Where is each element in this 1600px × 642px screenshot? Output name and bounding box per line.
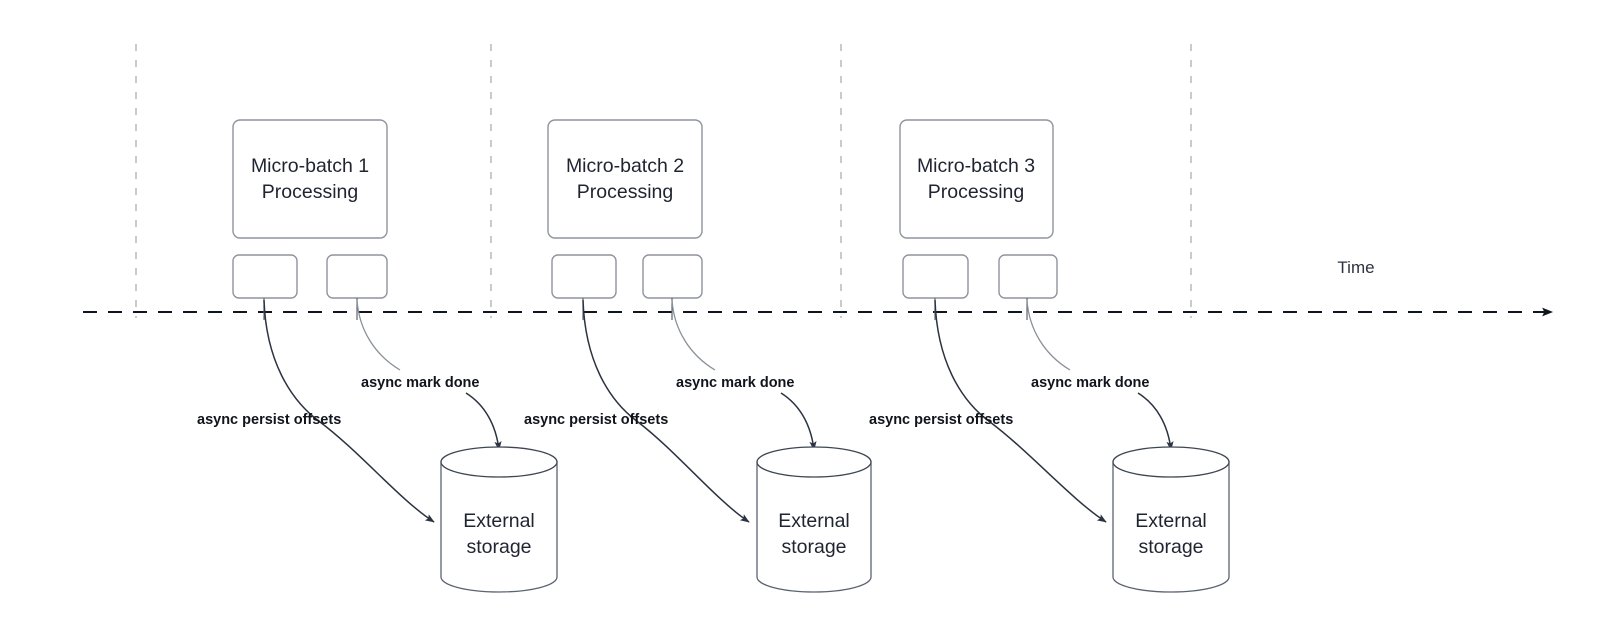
external-storage-3-label-line2: storage [1138, 536, 1203, 558]
async-persist-offsets-arrow-1 [263, 299, 435, 523]
group-2: Micro-batch 2 Processing async persist o… [524, 119, 872, 593]
async-persist-offsets-label-2: async persist offsets [524, 412, 668, 428]
async-persist-offsets-label-3: async persist offsets [869, 412, 1013, 428]
async-mark-done-arrow-2 [780, 392, 817, 451]
mini-task-box-2b[interactable] [642, 254, 703, 299]
timeline-separators [135, 44, 1192, 318]
mini-task-box-2a[interactable] [551, 254, 617, 299]
micro-batch-2-box[interactable] [547, 119, 703, 239]
async-mark-done-arrow-1 [465, 392, 502, 451]
async-mark-done-label-2: async mark done [676, 375, 794, 391]
async-persist-offsets-arrow-3 [934, 299, 1107, 523]
async-mark-done-arrow-1-upper [356, 299, 401, 371]
async-persist-offsets-label-1: async persist offsets [197, 412, 341, 428]
external-storage-2[interactable]: External storage [756, 446, 872, 593]
external-storage-1-label-line1: External [463, 510, 535, 532]
mini-task-box-1a[interactable] [232, 254, 298, 299]
timeline-axis-label: Time [1337, 258, 1374, 277]
mini-task-box-3b[interactable] [998, 254, 1058, 299]
group-3: Micro-batch 3 Processing async persist o… [869, 119, 1230, 593]
async-mark-done-arrow-3-upper [1026, 299, 1071, 371]
async-mark-done-label-1: async mark done [361, 375, 479, 391]
micro-batch-2-label-line2: Processing [577, 181, 673, 203]
external-storage-1[interactable]: External storage [440, 446, 558, 593]
micro-batch-1-box[interactable] [232, 119, 388, 239]
micro-batch-3-box[interactable] [899, 119, 1054, 239]
external-storage-1-top [440, 446, 558, 478]
external-storage-3-top [1112, 446, 1230, 478]
external-storage-1-label-line2: storage [466, 536, 531, 558]
mini-task-box-3a[interactable] [902, 254, 969, 299]
mini-task-box-1b[interactable] [326, 254, 388, 299]
external-storage-2-label-line2: storage [781, 536, 846, 558]
micro-batch-3-label-line1: Micro-batch 3 [917, 155, 1035, 177]
async-persist-offsets-arrow-2 [582, 299, 750, 523]
external-storage-2-body [756, 461, 872, 593]
external-storage-2-label-line1: External [778, 510, 850, 532]
external-storage-2-top [756, 446, 872, 478]
external-storage-3-body [1112, 461, 1230, 593]
micro-batch-2-label-line1: Micro-batch 2 [566, 155, 684, 177]
external-storage-1-body [440, 461, 558, 593]
async-mark-done-label-3: async mark done [1031, 375, 1149, 391]
async-mark-done-arrow-3 [1137, 392, 1174, 451]
micro-batch-1-label-line1: Micro-batch 1 [251, 155, 369, 177]
micro-batch-1-label-line2: Processing [262, 181, 358, 203]
group-1: Micro-batch 1 Processing async persist o… [197, 119, 558, 593]
external-storage-3[interactable]: External storage [1112, 446, 1230, 593]
external-storage-3-label-line1: External [1135, 510, 1207, 532]
micro-batch-3-label-line2: Processing [928, 181, 1024, 203]
async-mark-done-arrow-2-upper [671, 299, 716, 371]
